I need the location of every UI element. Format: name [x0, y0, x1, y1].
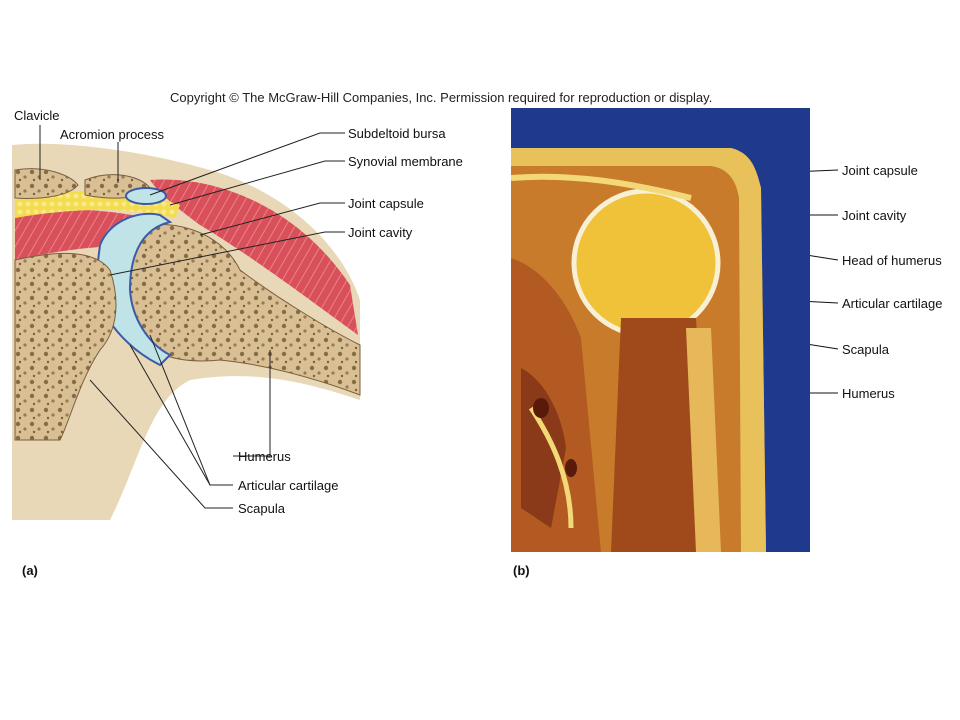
clavicle-bone: [14, 168, 79, 199]
label-humerus-b: Humerus: [842, 386, 895, 401]
label-subdeltoid-bursa: Subdeltoid bursa: [348, 126, 446, 141]
scapula-bone: [14, 253, 117, 441]
copyright-notice: Copyright © The McGraw-Hill Companies, I…: [170, 90, 713, 105]
label-acromion-process: Acromion process: [60, 127, 165, 142]
label-joint-cavity-a: Joint cavity: [348, 225, 413, 240]
label-scapula-a: Scapula: [238, 501, 285, 516]
label-joint-cavity-b: Joint cavity: [842, 208, 907, 223]
photo-humerus-shaft: [611, 318, 711, 552]
label-humerus-a: Humerus: [238, 449, 291, 464]
panel-letter-b: (b): [513, 563, 530, 578]
panel-letter-a: (a): [22, 563, 38, 578]
label-clavicle: Clavicle: [14, 108, 60, 123]
label-articular-cartilage-a: Articular cartilage: [238, 478, 339, 493]
deltoid-muscle: [150, 179, 358, 335]
label-joint-capsule-b: Joint capsule: [842, 163, 918, 178]
subdeltoid-bursa: [125, 187, 167, 205]
joint-capsule: [93, 212, 173, 367]
label-synovial-membrane: Synovial membrane: [348, 154, 463, 169]
label-articular-cartilage-b: Articular cartilage: [842, 296, 943, 311]
panel-b-photograph: [511, 108, 810, 552]
photo-humeral-head: [571, 188, 721, 338]
label-head-of-humerus: Head of humerus: [842, 253, 942, 268]
label-joint-capsule-a: Joint capsule: [348, 196, 424, 211]
label-scapula-b: Scapula: [842, 342, 889, 357]
